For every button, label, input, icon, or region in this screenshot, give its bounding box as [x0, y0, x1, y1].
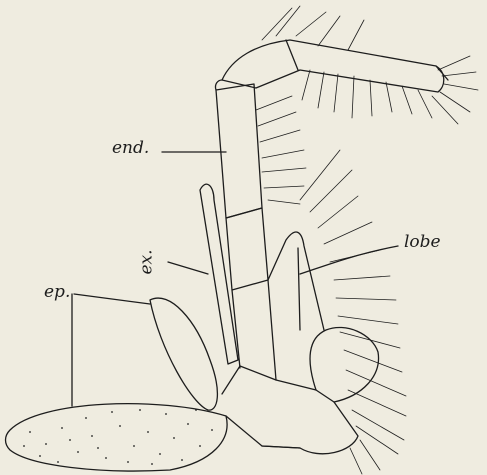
lobe-leader [300, 246, 398, 274]
distal-segment [222, 40, 444, 92]
protopod [222, 366, 358, 454]
label-ep: ep. [44, 282, 70, 302]
lobe [268, 232, 324, 330]
label-lobe: lobe [404, 232, 441, 252]
middle-segment [226, 208, 268, 290]
endopodite [216, 84, 262, 218]
label-end: end. [112, 138, 149, 158]
epipodite-narrow [150, 298, 217, 410]
ep-leader [74, 294, 150, 304]
exite [200, 184, 238, 364]
ex-leader [168, 262, 208, 274]
epipodite-large [6, 404, 228, 471]
distal-segment-joint [286, 40, 298, 70]
label-ex: ex. [137, 249, 157, 274]
stipple [23, 409, 213, 465]
